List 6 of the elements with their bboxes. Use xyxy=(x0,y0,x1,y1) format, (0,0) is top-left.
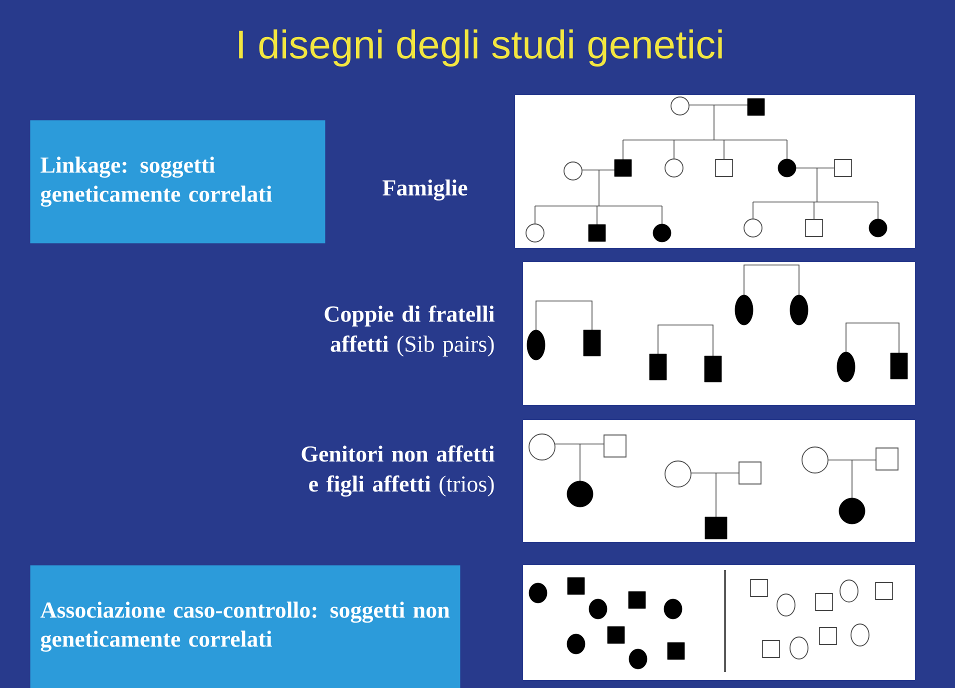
label-text: Famiglie xyxy=(382,179,468,201)
label-text: Genitori non affetti e figli affetti (trios) xyxy=(302,445,494,497)
text-box: Linkage: soggetti geneticamente correlati xyxy=(30,120,326,244)
label-text: Coppie di fratelli affetti (Sib pairs) xyxy=(324,305,494,357)
text-box: Associazione caso-controllo: soggetti non geneticamente correlati xyxy=(30,565,460,688)
slide-title: I disegni degli studi genetici xyxy=(239,29,722,67)
